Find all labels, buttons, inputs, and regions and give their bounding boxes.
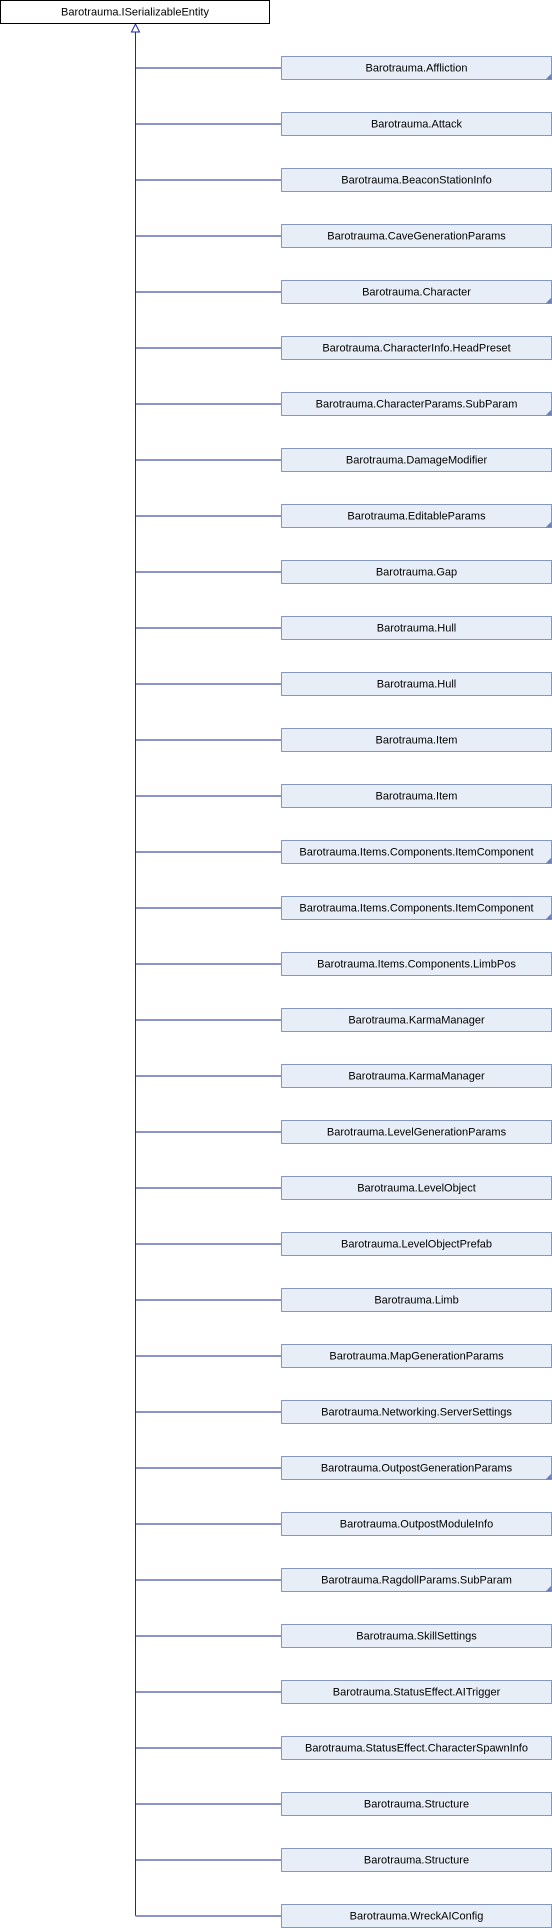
derived-class-node[interactable]: Barotrauma.SkillSettings [281,1624,552,1648]
derived-class-label: Barotrauma.StatusEffect.CharacterSpawnIn… [305,1743,528,1755]
root-node-box [0,0,270,24]
derived-class-node[interactable]: Barotrauma.CaveGenerationParams [281,224,552,248]
root-node-label: Barotrauma.ISerializableEntity [61,7,209,19]
more-subclasses-marker-icon [545,73,552,80]
derived-class-label: Barotrauma.Gap [376,567,457,579]
derived-class-label: Barotrauma.MapGenerationParams [329,1351,504,1363]
more-subclasses-marker-icon [545,913,552,920]
derived-class-label: Barotrauma.Affliction [366,63,468,75]
derived-class-node[interactable]: Barotrauma.DamageModifier [281,448,552,472]
derived-class-node[interactable]: Barotrauma.BeaconStationInfo [281,168,552,192]
derived-class-node[interactable]: Barotrauma.LevelGenerationParams [281,1120,552,1144]
derived-class-label: Barotrauma.OutpostGenerationParams [321,1463,513,1475]
derived-class-node[interactable]: Barotrauma.Gap [281,560,552,584]
derived-class-label: Barotrauma.Hull [377,623,456,635]
derived-class-node[interactable]: Barotrauma.Hull [281,616,552,640]
derived-class-label: Barotrauma.Items.Components.ItemComponen… [299,847,533,859]
derived-class-node[interactable]: Barotrauma.Networking.ServerSettings [281,1400,552,1424]
more-subclasses-marker-icon [545,1585,552,1592]
derived-class-node[interactable]: Barotrauma.RagdollParams.SubParam [281,1568,552,1592]
derived-class-label: Barotrauma.CaveGenerationParams [327,231,506,243]
derived-class-label: Barotrauma.Hull [377,679,456,691]
root-node[interactable]: Barotrauma.ISerializableEntity [0,0,270,24]
more-subclasses-marker-icon [545,409,552,416]
derived-class-node[interactable]: Barotrauma.CharacterInfo.HeadPreset [281,336,552,360]
derived-class-label: Barotrauma.WreckAIConfig [350,1911,484,1923]
derived-class-label: Barotrauma.DamageModifier [346,455,488,467]
derived-class-label: Barotrauma.Character [362,287,471,299]
derived-class-nodes: Barotrauma.AfflictionBarotrauma.AttackBa… [281,56,552,1928]
derived-class-node[interactable]: Barotrauma.StatusEffect.CharacterSpawnIn… [281,1736,552,1760]
more-subclasses-marker-icon [545,297,552,304]
derived-class-node[interactable]: Barotrauma.CharacterParams.SubParam [281,392,552,416]
derived-class-node[interactable]: Barotrauma.LevelObject [281,1176,552,1200]
derived-class-node[interactable]: Barotrauma.OutpostModuleInfo [281,1512,552,1536]
derived-class-node[interactable]: Barotrauma.Attack [281,112,552,136]
derived-class-node[interactable]: Barotrauma.EditableParams [281,504,552,528]
derived-class-label: Barotrauma.LevelGenerationParams [327,1127,507,1139]
derived-class-node[interactable]: Barotrauma.Item [281,784,552,808]
derived-class-node[interactable]: Barotrauma.Item [281,728,552,752]
derived-class-label: Barotrauma.LevelObject [357,1183,476,1195]
derived-class-node[interactable]: Barotrauma.Structure [281,1792,552,1816]
derived-class-node[interactable]: Barotrauma.KarmaManager [281,1008,552,1032]
more-subclasses-marker-icon [545,521,552,528]
derived-class-node[interactable]: Barotrauma.Hull [281,672,552,696]
derived-class-label: Barotrauma.Items.Components.LimbPos [317,959,516,971]
derived-class-label: Barotrauma.LevelObjectPrefab [341,1239,492,1251]
derived-class-label: Barotrauma.Item [376,735,458,747]
derived-class-label: Barotrauma.RagdollParams.SubParam [321,1575,512,1587]
derived-class-label: Barotrauma.Attack [371,119,463,131]
inheritance-edges [130,22,282,1917]
more-subclasses-marker-icon [545,857,552,864]
derived-class-label: Barotrauma.Structure [364,1855,469,1867]
more-subclasses-marker-icon [545,1473,552,1480]
derived-class-node[interactable]: Barotrauma.StatusEffect.AITrigger [281,1680,552,1704]
derived-class-node[interactable]: Barotrauma.Affliction [281,56,552,80]
derived-class-node[interactable]: Barotrauma.Structure [281,1848,552,1872]
derived-class-node[interactable]: Barotrauma.WreckAIConfig [281,1904,552,1928]
derived-class-label: Barotrauma.Item [376,791,458,803]
derived-class-label: Barotrauma.KarmaManager [348,1071,485,1083]
derived-class-label: Barotrauma.CharacterParams.SubParam [316,399,518,411]
derived-class-label: Barotrauma.Items.Components.ItemComponen… [299,903,533,915]
derived-class-node[interactable]: Barotrauma.LevelObjectPrefab [281,1232,552,1256]
derived-class-label: Barotrauma.Structure [364,1799,469,1811]
derived-class-node[interactable]: Barotrauma.MapGenerationParams [281,1344,552,1368]
derived-class-label: Barotrauma.EditableParams [347,511,486,523]
derived-class-label: Barotrauma.Limb [374,1295,458,1307]
derived-class-node[interactable]: Barotrauma.Character [281,280,552,304]
derived-class-node[interactable]: Barotrauma.Items.Components.ItemComponen… [281,840,552,864]
derived-class-label: Barotrauma.OutpostModuleInfo [340,1519,493,1531]
derived-class-node[interactable]: Barotrauma.KarmaManager [281,1064,552,1088]
derived-class-node[interactable]: Barotrauma.Items.Components.ItemComponen… [281,896,552,920]
derived-class-node[interactable]: Barotrauma.Limb [281,1288,552,1312]
derived-class-label: Barotrauma.Networking.ServerSettings [321,1407,512,1419]
inheritance-arrowhead [130,22,141,33]
derived-class-label: Barotrauma.SkillSettings [356,1631,477,1643]
derived-class-node[interactable]: Barotrauma.OutpostGenerationParams [281,1456,552,1480]
derived-class-label: Barotrauma.BeaconStationInfo [341,175,491,187]
derived-class-label: Barotrauma.CharacterInfo.HeadPreset [322,343,510,355]
derived-class-label: Barotrauma.KarmaManager [348,1015,485,1027]
derived-class-node[interactable]: Barotrauma.Items.Components.LimbPos [281,952,552,976]
derived-class-label: Barotrauma.StatusEffect.AITrigger [333,1687,501,1699]
